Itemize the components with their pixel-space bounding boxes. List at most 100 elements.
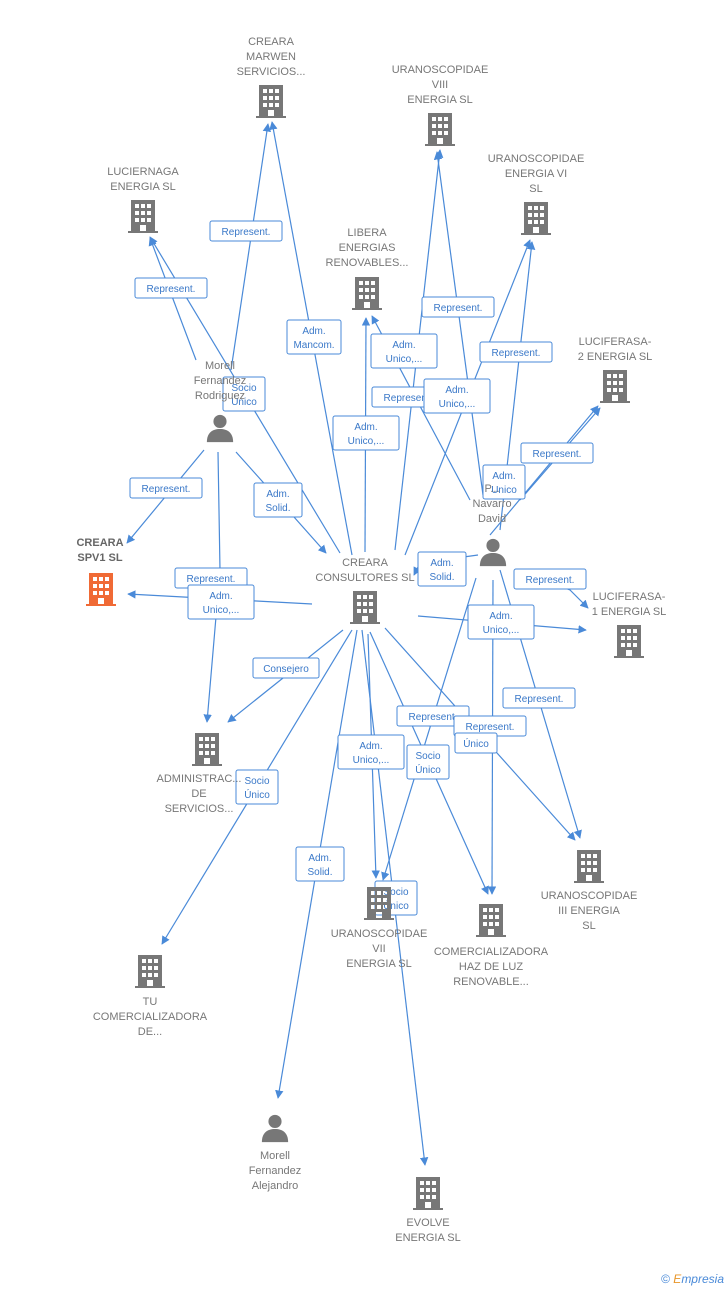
edge-label-box bbox=[295, 846, 345, 882]
node-label: CONSULTORES SL bbox=[315, 572, 414, 584]
nodes-layer: CREARAMARWENSERVICIOS...URANOSCOPIDAEVII… bbox=[76, 36, 666, 1244]
node-label: MARWEN bbox=[246, 51, 296, 63]
edge-label-box bbox=[337, 734, 405, 770]
edge-label[interactable]: Represent. bbox=[129, 477, 203, 499]
node-tu[interactable]: TUCOMERCIALIZADORADE... bbox=[93, 955, 208, 1038]
node-label: ENERGIA VI bbox=[505, 168, 567, 180]
edge-label-box bbox=[332, 415, 400, 451]
edge-connector bbox=[489, 405, 599, 536]
node-label: URANOSCOPIDAE bbox=[541, 890, 638, 902]
node-uranoVI[interactable]: URANOSCOPIDAE ENERGIA VI SL bbox=[488, 153, 585, 235]
edge-label-text: Unico,... bbox=[386, 354, 423, 365]
node-libera[interactable]: LIBERAENERGIASRENOVABLES... bbox=[326, 227, 409, 310]
edge-label-text: Adm. bbox=[266, 489, 289, 500]
building-icon bbox=[600, 370, 630, 403]
edge-label-box bbox=[421, 296, 495, 318]
node-marwen[interactable]: CREARAMARWENSERVICIOS... bbox=[237, 36, 306, 118]
edge-label-box bbox=[479, 341, 553, 363]
node-label: Navarro bbox=[472, 498, 511, 510]
edge-label[interactable]: Represent. bbox=[134, 277, 208, 299]
edge-label-box bbox=[482, 464, 526, 500]
edge-label[interactable]: Adm. Unico,... bbox=[467, 604, 535, 640]
edge-label[interactable]: Adm.Unico,... bbox=[332, 415, 400, 451]
node-label: Rodriguez bbox=[195, 390, 245, 402]
node-label: SL bbox=[582, 920, 595, 932]
edge-label-text: Único bbox=[463, 737, 489, 750]
node-admin[interactable]: ADMINISTRAC...DESERVICIOS... bbox=[157, 733, 242, 815]
node-lucif2[interactable]: LUCIFERASA-2 ENERGIA SL bbox=[578, 336, 653, 403]
edge-label[interactable]: Represent. bbox=[502, 687, 576, 709]
building-icon bbox=[614, 625, 644, 658]
edge-label-text: Unico,... bbox=[483, 625, 520, 636]
edge-label[interactable]: Represent. bbox=[513, 568, 587, 590]
edge-label[interactable]: Represent. bbox=[479, 341, 553, 363]
edge-label-box bbox=[129, 477, 203, 499]
node-label: COMERCIALIZADORA bbox=[434, 946, 549, 958]
edge-label-box bbox=[423, 378, 491, 414]
node-label: URANOSCOPIDAE bbox=[488, 153, 585, 165]
edge-label-text: Represent. bbox=[147, 284, 196, 295]
edge-label[interactable]: Represent. bbox=[396, 705, 470, 727]
node-label: LUCIFERASA- bbox=[593, 591, 666, 603]
node-label: COMERCIALIZADORA bbox=[93, 1011, 208, 1023]
edge-label-text: Consejero bbox=[263, 664, 309, 675]
edge-label[interactable]: Adm.Unico,... bbox=[423, 378, 491, 414]
edge-label[interactable]: Adm.Unico,... bbox=[337, 734, 405, 770]
node-label: RENOVABLE... bbox=[453, 976, 529, 988]
edge-label-text: Adm. bbox=[392, 340, 415, 351]
edge-label-text: Adm. bbox=[302, 326, 325, 337]
node-label: Morell bbox=[205, 360, 235, 372]
edge-label[interactable]: Represent. bbox=[421, 296, 495, 318]
node-label: ENERGIA SL bbox=[110, 181, 175, 193]
edge-label[interactable]: Adm.Mancom. bbox=[286, 319, 342, 355]
edge-connector bbox=[230, 123, 272, 371]
edge-label[interactable]: Represent. bbox=[520, 442, 594, 464]
edge-label[interactable]: Adm. Unico,... bbox=[370, 333, 438, 369]
edge-label-text: Represent. bbox=[434, 303, 483, 314]
edge-label[interactable]: Adm.Solid. bbox=[253, 482, 303, 518]
edge-label[interactable]: Consejero bbox=[252, 657, 320, 679]
footer-brand: © Empresia bbox=[661, 1272, 724, 1286]
edge-label-box bbox=[467, 604, 535, 640]
edge-label-text: Represent. bbox=[142, 484, 191, 495]
edge-label[interactable]: Adm.Solid. bbox=[295, 846, 345, 882]
node-label: CREARA bbox=[248, 36, 295, 48]
edge-label[interactable]: Represent. bbox=[453, 715, 527, 737]
edge-label-text: Represent. bbox=[384, 393, 433, 404]
node-label: SL bbox=[529, 183, 542, 195]
building-icon bbox=[521, 202, 551, 235]
edge-label-box bbox=[513, 568, 587, 590]
edge-label[interactable]: Adm.Unico bbox=[482, 464, 526, 500]
edge-label-text: Adm. bbox=[489, 611, 512, 622]
node-label: P... bbox=[484, 483, 499, 495]
building-icon bbox=[350, 591, 380, 624]
edge-label-box bbox=[370, 333, 438, 369]
building-icon bbox=[135, 955, 165, 988]
building-icon bbox=[128, 200, 158, 233]
node-label: LIBERA bbox=[347, 227, 387, 239]
building-icon bbox=[476, 904, 506, 937]
node-lucif1[interactable]: LUCIFERASA-1 ENERGIA SL bbox=[592, 591, 667, 658]
person-icon bbox=[206, 414, 234, 443]
edge-label-box bbox=[502, 687, 576, 709]
edge-label[interactable]: Único bbox=[454, 732, 498, 754]
edge-label[interactable]: Represent. bbox=[209, 220, 283, 242]
edge-label-box bbox=[235, 769, 279, 805]
edge-label[interactable]: Adm.Unico,... bbox=[187, 584, 255, 620]
edge-label[interactable]: Adm.Solid. bbox=[417, 551, 467, 587]
